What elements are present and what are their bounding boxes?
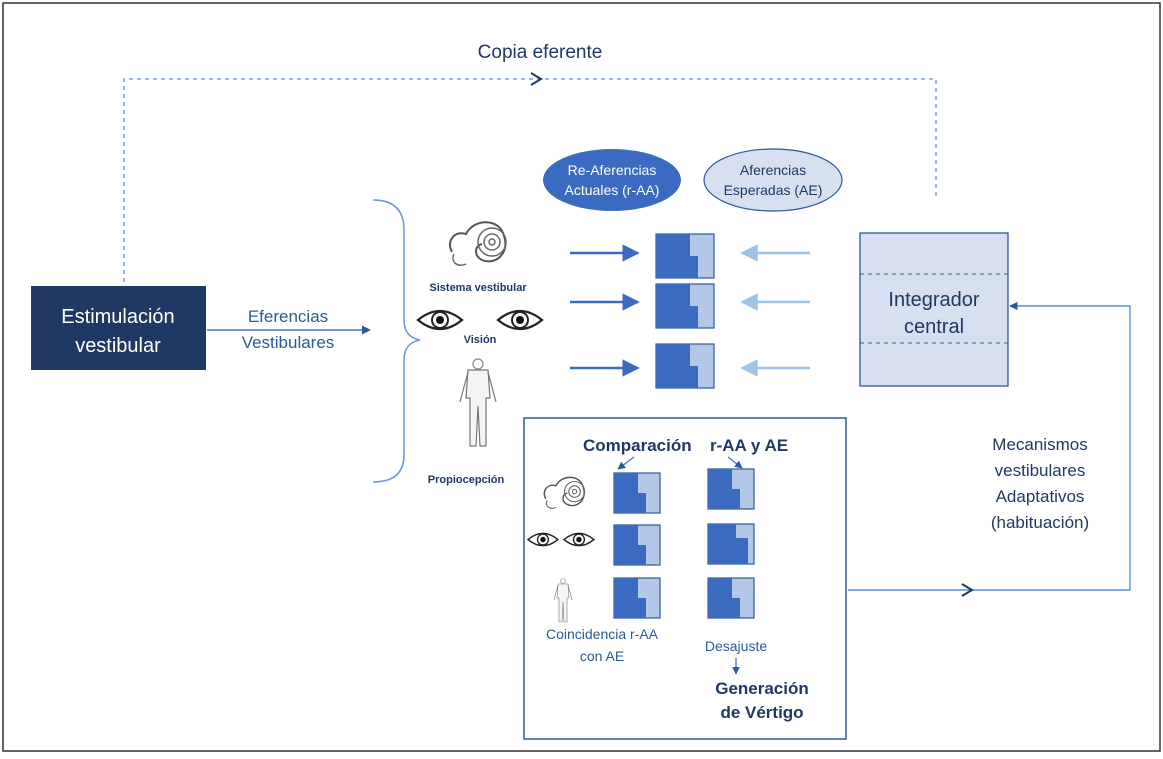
vertigo-line1: Generación [715, 679, 809, 698]
match-line1: Coincidencia r-AA [546, 626, 659, 642]
actual-line1: Re-Aferencias [568, 162, 657, 178]
match-square-icon [613, 524, 661, 566]
efference-copy-label: Copia eferente [478, 42, 603, 63]
adaptive-line1: Mecanismos [992, 435, 1087, 454]
efference-copy-loop [123, 72, 937, 282]
match-square-icon [655, 283, 715, 329]
expected-line2: Esperadas (AE) [724, 182, 823, 198]
comparison-title-b: r-AA y AE [710, 436, 788, 455]
adaptive-loop [848, 301, 1131, 597]
stimulation-line1: Estimulación [61, 306, 174, 328]
vestibular-label: Sistema vestibular [429, 282, 527, 294]
mismatch-label: Desajuste [705, 638, 767, 654]
senses-brace [372, 199, 421, 483]
match-square-icon [707, 468, 755, 510]
actual-afferents-bubble [543, 149, 681, 211]
match-line2: con AE [580, 648, 624, 664]
comparison-rows [570, 233, 810, 389]
match-square-icon [613, 472, 661, 514]
integrator-line2: central [904, 316, 964, 338]
efferents-line1: Eferencias [248, 307, 328, 326]
match-square-icon [613, 577, 661, 619]
match-square-icon [655, 343, 715, 389]
expected-line1: Aferencias [740, 162, 806, 178]
integrator-box [859, 232, 1009, 387]
stimulation-box [31, 286, 206, 370]
actual-line2: Actuales (r-AA) [565, 182, 660, 198]
proprioception-label: Propiocepción [428, 474, 505, 486]
adaptive-line3: Adaptativos [996, 487, 1085, 506]
integrator-line1: Integrador [888, 289, 980, 311]
stimulation-line2: vestibular [75, 335, 161, 357]
match-square-icon [707, 577, 755, 619]
efferents-line2: Vestibulares [242, 333, 335, 352]
expected-afferents-bubble [703, 148, 843, 212]
mismatch-square-icon [707, 523, 755, 565]
vision-label: Visión [464, 334, 497, 346]
adaptive-line4: (habituación) [991, 513, 1089, 532]
comparison-title-a: Comparación [583, 436, 692, 455]
adaptive-line2: vestibulares [995, 461, 1086, 480]
comparison-box [523, 417, 847, 740]
match-square-icon [655, 233, 715, 279]
vertigo-line2: de Vértigo [720, 703, 803, 722]
